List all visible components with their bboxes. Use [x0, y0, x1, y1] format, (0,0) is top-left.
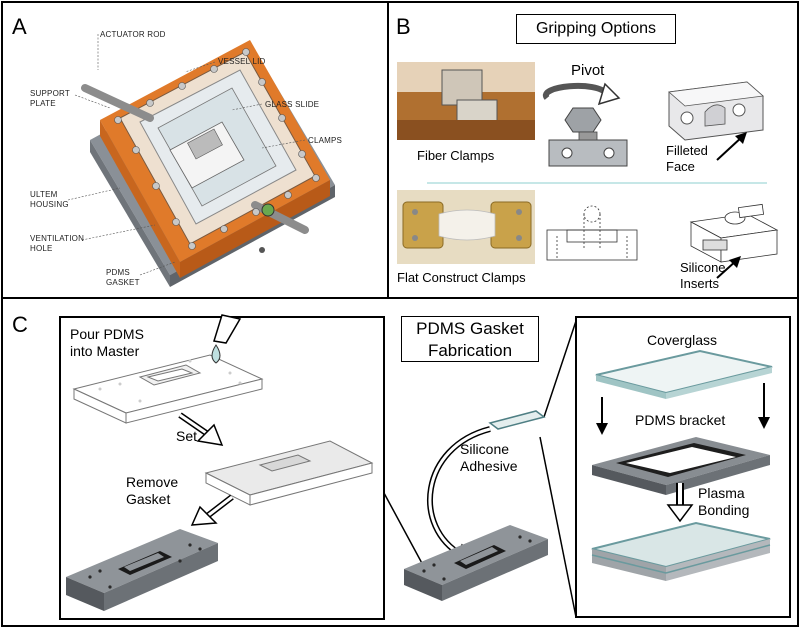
- plasma-bonding-arrow: [666, 483, 694, 523]
- label-pivot: Pivot: [571, 62, 605, 79]
- panel-a-letter: A: [12, 14, 27, 39]
- callout-ventilation-hole: VENTILATION HOLE: [30, 234, 85, 253]
- coverglass-piece: [488, 410, 546, 430]
- callout-ultem-housing: ULTEM HOUSING: [30, 190, 69, 209]
- panel-c-frame: [1, 297, 799, 627]
- housing-assembly-illustration: [67, 34, 335, 287]
- label-flat-construct-clamps: Flat Construct Clamps: [397, 270, 526, 285]
- actuator-rod: [81, 84, 154, 122]
- fabrication-steps-illustration: [59, 314, 791, 620]
- silicone-insert-drawing: [689, 203, 779, 263]
- pdms-drop: [211, 344, 221, 364]
- ventilation-hole: [261, 203, 275, 217]
- pivot-arrow: [542, 82, 610, 100]
- remove-gasket-arrow: [190, 494, 234, 526]
- panel-c-letter: C: [12, 312, 28, 337]
- label-coverglass: Coverglass: [647, 332, 718, 348]
- gripping-options-title: Gripping Options: [516, 14, 676, 44]
- label-pour-pdms: Pour PDMS into Master: [70, 326, 144, 359]
- label-plasma-bonding: Plasma Bonding: [698, 485, 750, 518]
- bonded-coverglass-assembly: [591, 521, 771, 581]
- callout-pdms-gasket: PDMS GASKET: [106, 268, 140, 287]
- callout-actuator-rod: ACTUATOR ROD: [100, 30, 166, 39]
- assembled-gasket-block: [404, 525, 548, 601]
- set-arrow: [178, 412, 224, 446]
- pivot-clamp-part: [548, 139, 628, 167]
- pivot-hex-bolt: [564, 107, 602, 133]
- pdms-bracket: [592, 437, 770, 495]
- panel-b-letter: B: [396, 14, 411, 39]
- label-set: Set: [176, 428, 198, 444]
- pdms-gasket-fabrication-title: PDMS Gasket Fabrication: [401, 316, 539, 362]
- filleted-face-arrow: [716, 135, 744, 161]
- pdms-gasket-block: [66, 529, 218, 611]
- callout-glass-slide: GLASS SLIDE: [265, 100, 320, 109]
- bonding-steps-box: [575, 316, 791, 618]
- pour-cup: [213, 314, 242, 344]
- label-fiber-clamps: Fiber Clamps: [417, 148, 495, 163]
- clamps: [169, 121, 245, 189]
- callout-vessel-lid: VESSEL LID: [218, 57, 266, 66]
- label-silicone-inserts: Silicone Inserts: [680, 260, 726, 291]
- pdms-master-mold: [72, 354, 264, 424]
- label-remove-gasket: Remove Gasket: [126, 474, 179, 507]
- label-silicone-adhesive: Silicone Adhesive: [460, 441, 518, 474]
- flat-clamp-drawing: [546, 205, 638, 261]
- callout-support-plate: SUPPORT PLATE: [30, 89, 70, 108]
- set-pdms-mold: [204, 440, 374, 506]
- gripping-options-illustrations: [397, 62, 779, 279]
- label-filleted-face: Filleted Face: [666, 143, 708, 174]
- callout-clamps: CLAMPS: [308, 136, 343, 145]
- label-pdms-bracket: PDMS bracket: [635, 412, 726, 428]
